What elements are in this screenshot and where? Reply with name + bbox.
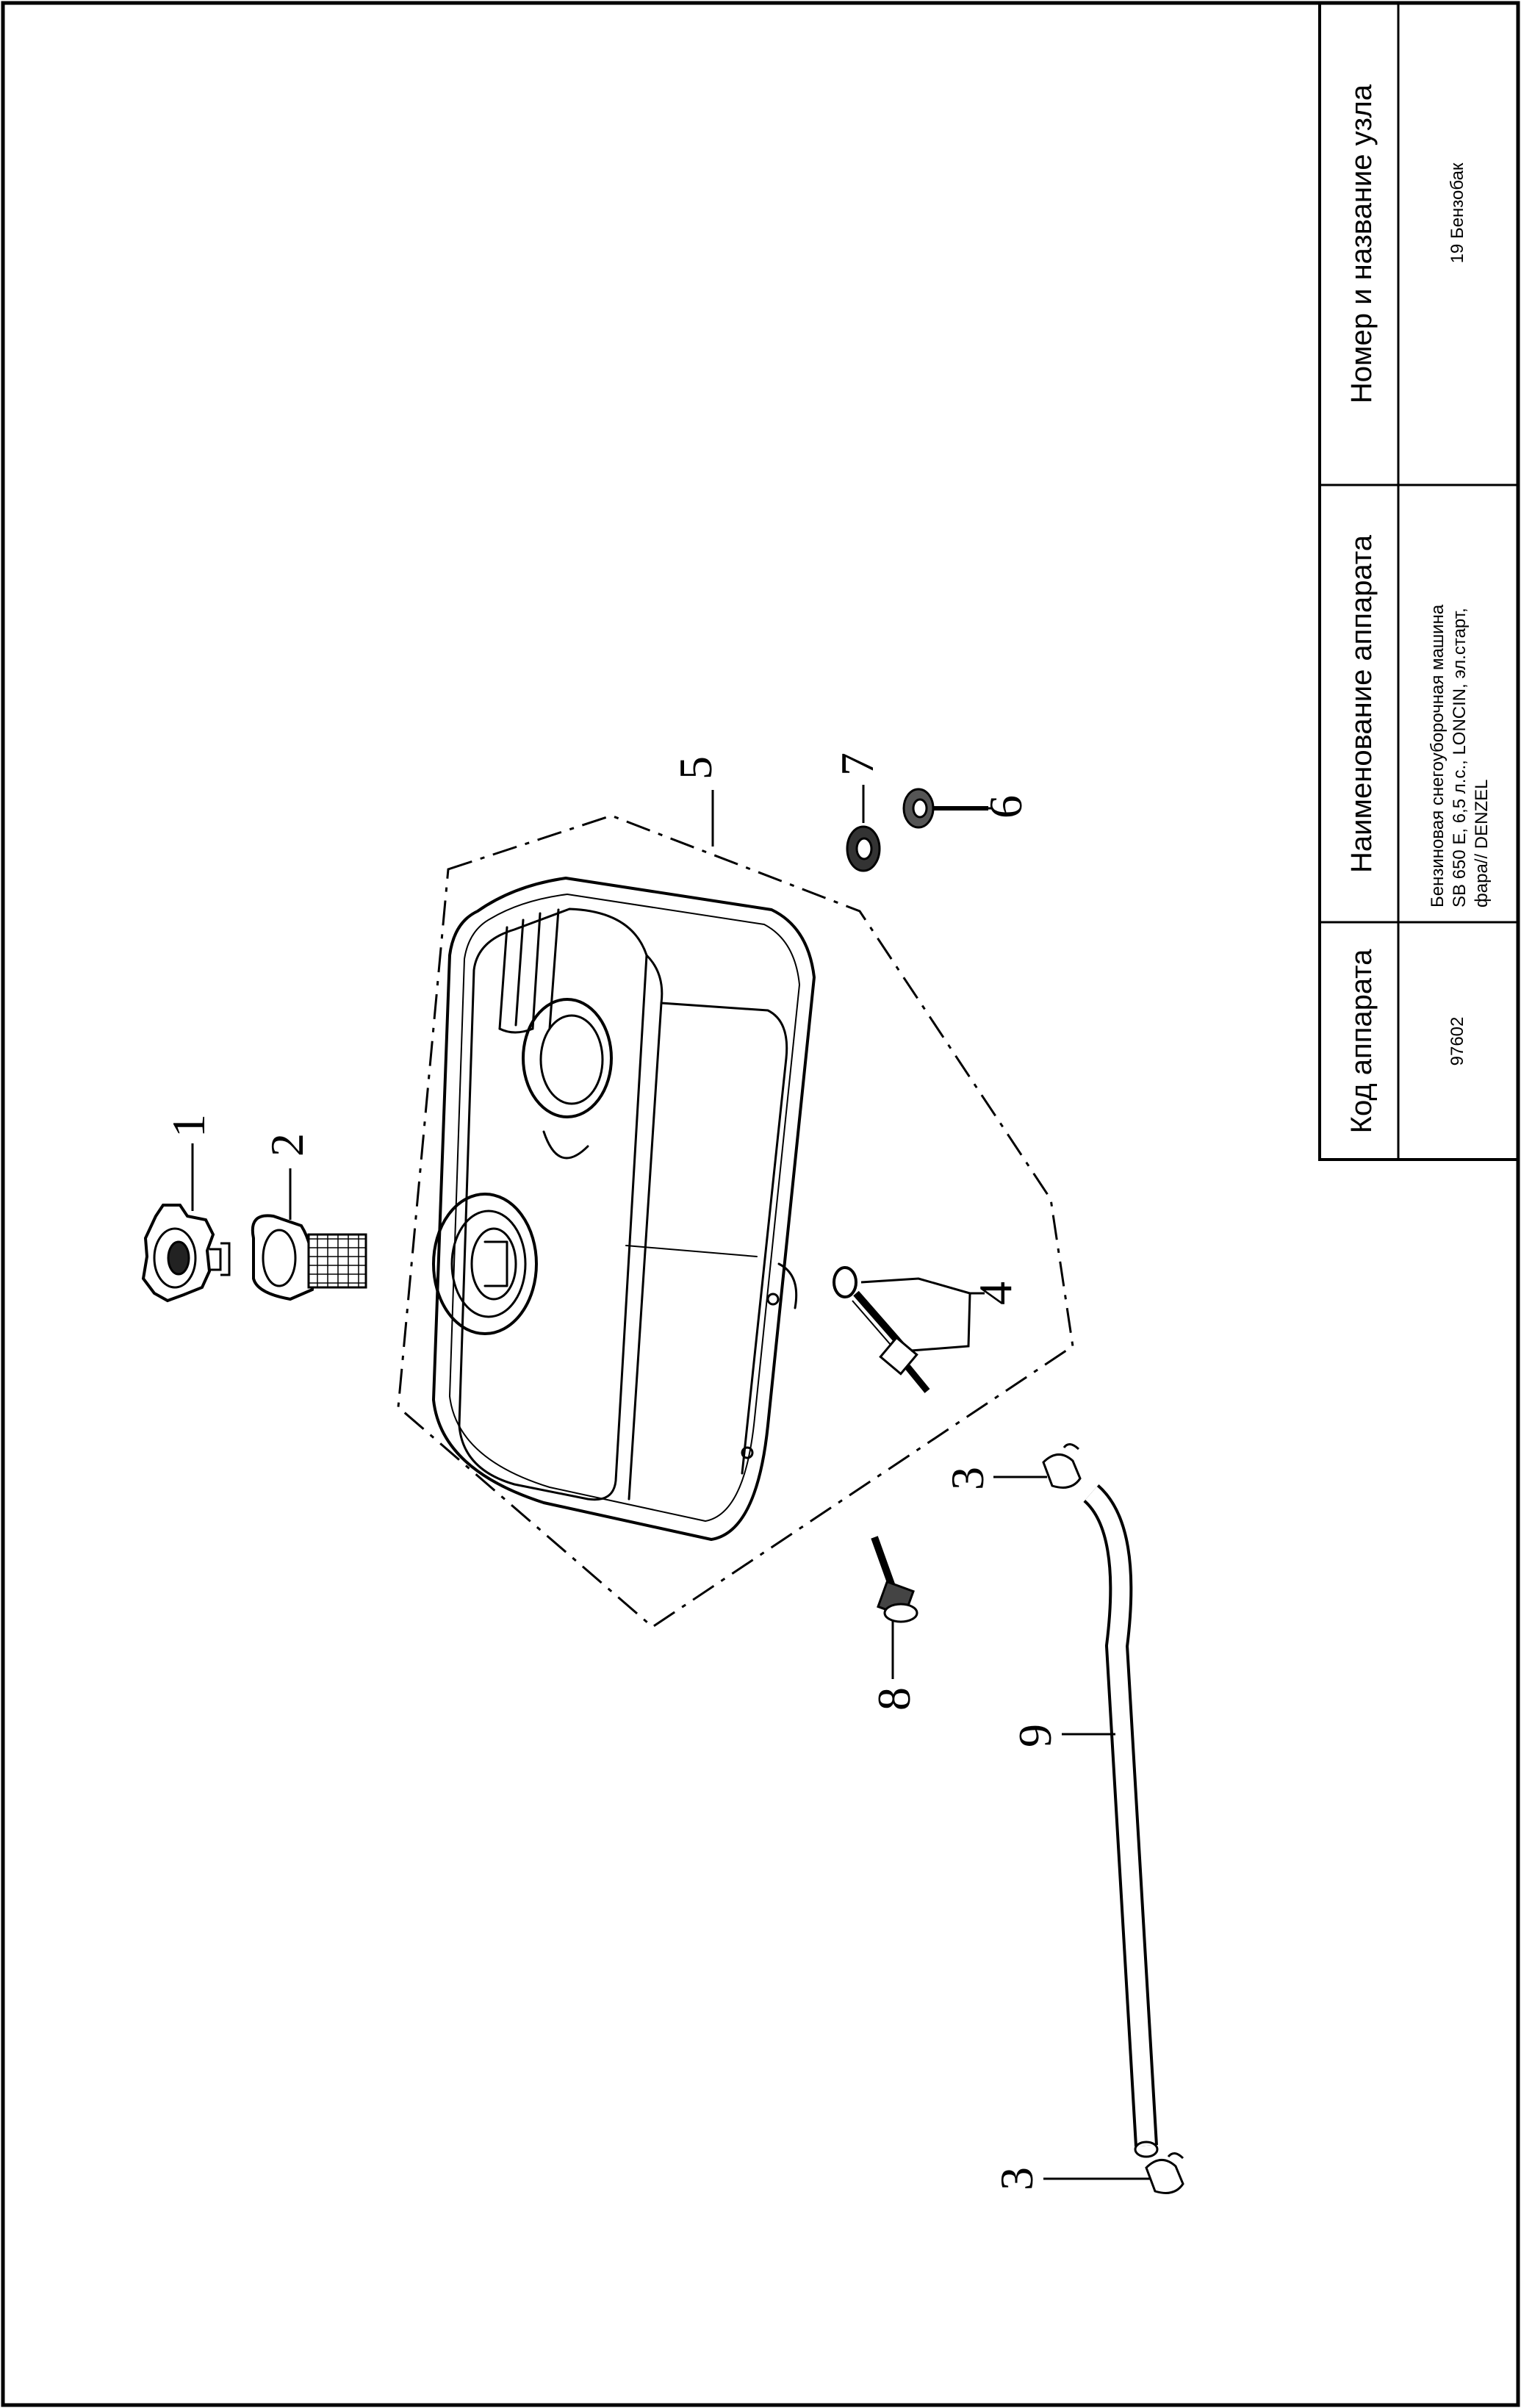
callout-4: 4 bbox=[969, 1282, 1021, 1305]
callout-8: 8 bbox=[868, 1687, 920, 1711]
machine-name-line-2: SB 650 E, 6,5 л.с., LONCIN, эл.старт, bbox=[1450, 608, 1470, 908]
fuel-cap-icon bbox=[141, 1204, 231, 1303]
code-header: Код аппарата bbox=[1345, 949, 1378, 1133]
callout-9: 9 bbox=[1009, 1724, 1061, 1747]
bolt-icon bbox=[871, 1536, 918, 1623]
node-header: Номер и название узла bbox=[1345, 84, 1378, 403]
node-value: 19 Бензобак bbox=[1448, 162, 1467, 263]
machine-name-line-1: Бензиновая снегоуборочная машина bbox=[1428, 604, 1448, 908]
hose-clamp-icon bbox=[1042, 1443, 1082, 1489]
name-header: Наименование аппарата bbox=[1345, 534, 1378, 873]
bolt-icon bbox=[902, 788, 988, 829]
callout-6: 6 bbox=[979, 795, 1032, 819]
hose-clamp-icon bbox=[1145, 2152, 1184, 2194]
fuel-tank-icon bbox=[432, 877, 816, 1541]
assembly-boundary bbox=[397, 814, 1074, 1628]
machine-name-line-3: фара// DENZEL bbox=[1472, 780, 1492, 908]
title-block: Номер и название узла Наименование аппар… bbox=[1318, 1, 1520, 1161]
machine-name: Бензиновая снегоуборочная машина SB 650 … bbox=[1428, 604, 1492, 908]
callout-1: 1 bbox=[162, 1114, 215, 1137]
callout-3-bottom: 3 bbox=[990, 2167, 1043, 2190]
fuel-valve-icon bbox=[833, 1266, 930, 1393]
fuel-hose-icon bbox=[1082, 1484, 1159, 2158]
callout-7: 7 bbox=[831, 752, 883, 776]
fuel-filter-icon bbox=[251, 1214, 367, 1301]
callout-2: 2 bbox=[261, 1133, 313, 1157]
washer-icon bbox=[846, 825, 881, 872]
callout-3-top: 3 bbox=[941, 1467, 993, 1490]
callout-5: 5 bbox=[669, 756, 722, 780]
code-value: 97602 bbox=[1448, 1017, 1467, 1066]
